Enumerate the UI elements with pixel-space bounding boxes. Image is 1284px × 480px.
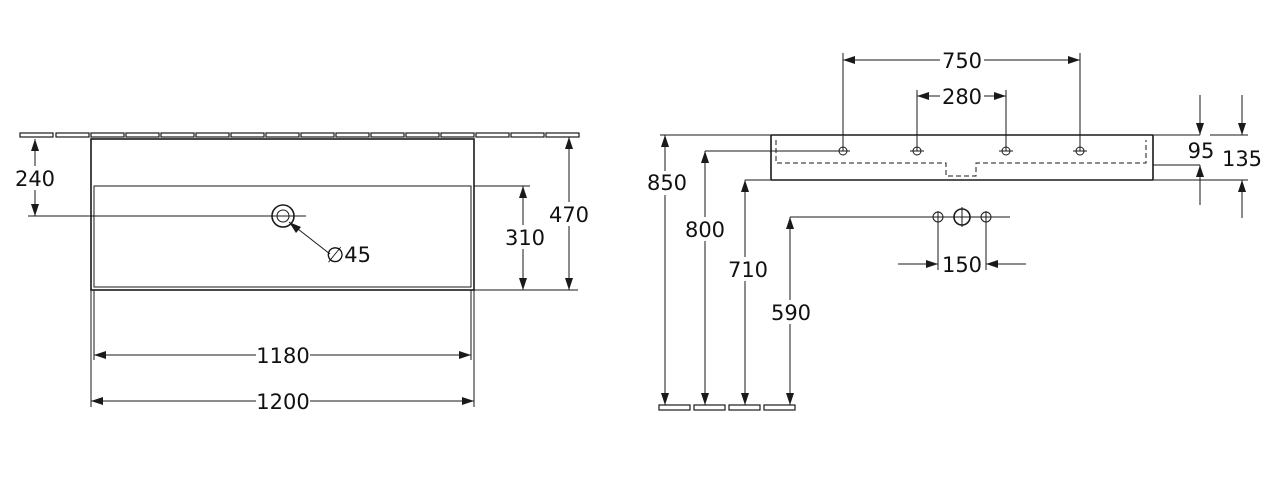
basin-outline [90, 138, 475, 291]
dim-850 [644, 135, 688, 405]
basin-bowl [93, 185, 472, 288]
dim-label-150: 150 [942, 253, 982, 277]
dim-1200 [90, 290, 475, 413]
drain-symbol [932, 207, 992, 227]
dim-label-135: 135 [1222, 147, 1262, 171]
dim-label-280: 280 [942, 85, 982, 109]
dim-diameter-leader [288, 221, 331, 255]
dim-710 [726, 179, 771, 405]
dim-800 [684, 150, 840, 405]
dim-470 [548, 137, 592, 290]
side-view: 750 280 850 800 [644, 48, 1262, 411]
tap-hole-markers [836, 146, 1087, 156]
dim-label-310: 310 [505, 226, 545, 250]
dim-135 [1238, 95, 1246, 218]
dim-590 [769, 216, 1010, 405]
dim-label-1180: 1180 [256, 344, 309, 368]
floor-tiles [658, 404, 796, 411]
dim-280 [916, 84, 1007, 151]
dim-label-710: 710 [728, 258, 768, 282]
dim-label-590: 590 [771, 301, 811, 325]
dim-95 [1196, 95, 1204, 205]
dim-label-800: 800 [685, 218, 725, 242]
wall-tiles [19, 132, 580, 138]
dim-label-850: 850 [647, 171, 687, 195]
dim-1180 [93, 290, 472, 367]
basin-profile [770, 134, 1154, 181]
dim-label-95: 95 [1188, 139, 1215, 163]
dim-label-470: 470 [549, 203, 589, 227]
dim-240 [14, 139, 58, 216]
dim-label-240: 240 [15, 167, 55, 191]
top-view: 240 310 470 ∅45 [14, 132, 592, 414]
tap-hole-symbol [28, 204, 306, 228]
dim-label-1200: 1200 [256, 390, 309, 414]
dim-label-diameter: ∅45 [326, 243, 371, 267]
dim-label-750: 750 [942, 49, 982, 73]
dim-310 [474, 185, 578, 291]
dim-750 [842, 48, 1081, 151]
dim-150 [898, 223, 1026, 276]
